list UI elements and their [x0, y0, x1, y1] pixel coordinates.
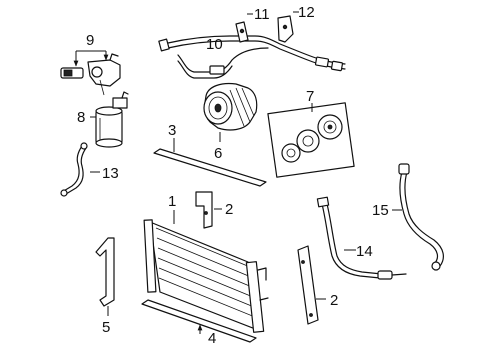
callout-14: 14 — [356, 243, 373, 260]
part-5-side-bracket — [95, 237, 115, 307]
callout-15: 15 — [372, 202, 389, 219]
part-15-discharge-hose — [398, 163, 444, 271]
part-9-leaders — [73, 50, 109, 67]
part-4-lower-seal — [141, 299, 257, 343]
callout-2b: 2 — [330, 292, 338, 309]
part-11-clip — [235, 21, 249, 43]
callout-10: 10 — [206, 36, 223, 53]
callout-2a: 2 — [225, 201, 233, 218]
part-13-hose — [60, 142, 88, 197]
callout-3: 3 — [168, 122, 176, 139]
callout-1: 1 — [168, 193, 176, 210]
part-3-seal — [153, 148, 267, 187]
callout-11: 11 — [254, 6, 270, 23]
part-8-accumulator — [95, 91, 129, 148]
callout-13: 13 — [102, 165, 119, 182]
callout-12: 12 — [298, 4, 315, 21]
part-14-liquid-line — [316, 196, 407, 280]
part-9-pressure-switch-assembly — [60, 53, 121, 96]
part-2-upper-bracket — [195, 191, 213, 229]
part-2-lower-bracket — [297, 245, 319, 325]
callout-4: 4 — [208, 330, 216, 347]
callout-9: 9 — [86, 32, 94, 49]
callout-8: 8 — [77, 109, 85, 126]
part-1-condenser — [143, 219, 269, 333]
callout-6: 6 — [214, 145, 222, 162]
callout-5: 5 — [102, 319, 110, 336]
part-10-hose-assembly — [158, 35, 346, 79]
part-7-clutch-kit — [267, 102, 355, 178]
callout-7: 7 — [306, 88, 314, 105]
part-6-compressor — [203, 82, 258, 131]
part-12-bracket — [277, 15, 294, 43]
